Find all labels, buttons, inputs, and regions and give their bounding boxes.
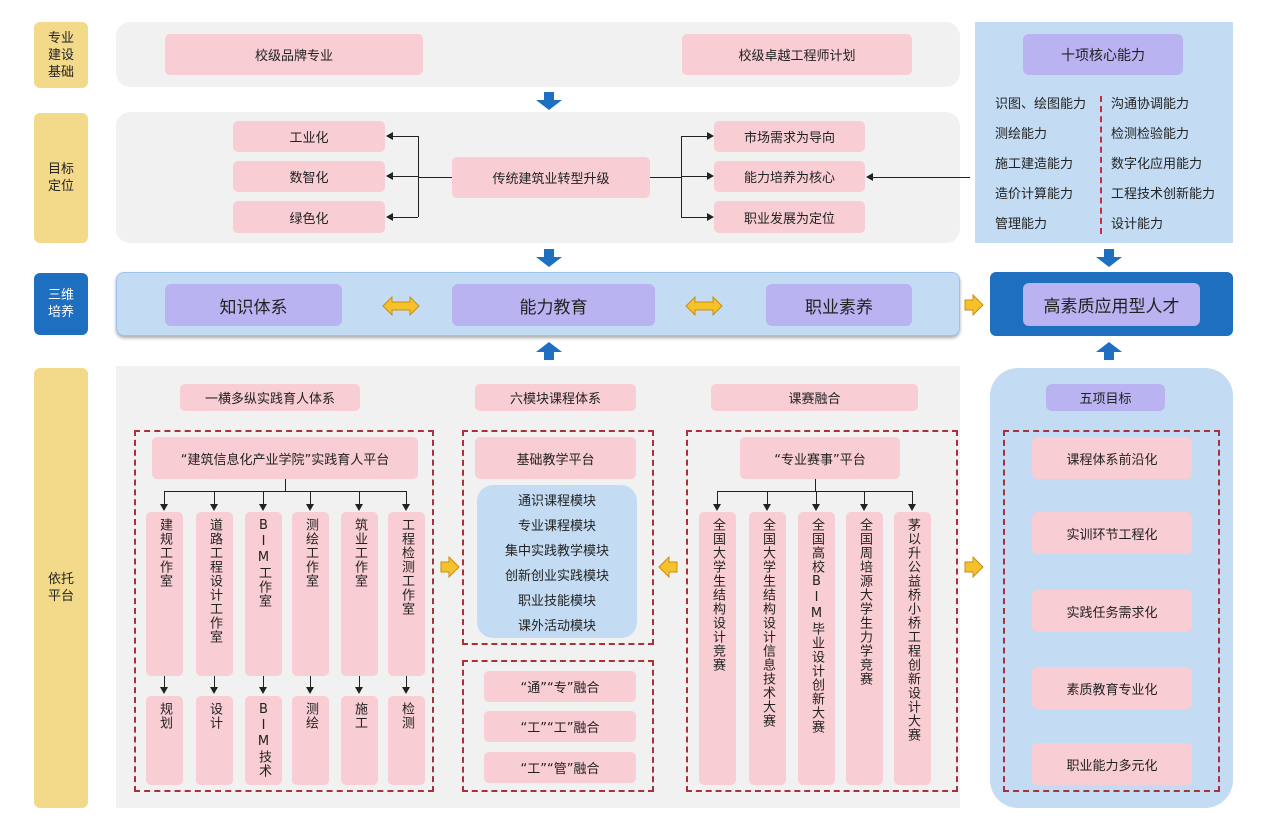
output-box: 检测 <box>388 696 425 785</box>
label-foundation: 专业建设基础 <box>34 22 88 88</box>
module-item: 职业技能模块 <box>517 594 596 609</box>
output-box: BIM技术 <box>245 696 282 785</box>
goals-group <box>1003 430 1220 792</box>
label-training: 三维培养 <box>34 273 88 335</box>
career-box: 职业发展为定位 <box>714 201 865 233</box>
label-platform: 依托平台 <box>34 368 88 808</box>
digital-box: 数智化 <box>233 161 385 192</box>
double-arrow-icon <box>382 296 420 316</box>
module-item: 通识课程模块 <box>517 494 596 509</box>
goal-box: 素质教育专业化 <box>1032 667 1192 709</box>
arrow-left-icon <box>658 556 678 578</box>
arrow-right-icon <box>964 294 984 316</box>
studio-box: 工程检测工作室 <box>388 512 425 676</box>
module-item: 创新创业实践模块 <box>504 569 609 584</box>
studio-box: 筑业工作室 <box>341 512 378 676</box>
ability-item: 识图、绘图能力 <box>995 97 1087 112</box>
ability-item: 沟通协调能力 <box>1111 97 1190 112</box>
arrow-down-icon <box>536 249 562 267</box>
arrow-down-icon <box>536 92 562 110</box>
goal-box: 课程体系前沿化 <box>1032 437 1192 479</box>
ability-item: 造价计算能力 <box>995 187 1074 202</box>
practice-header: 一横多纵实践育人体系 <box>180 384 360 411</box>
courses-group <box>462 430 654 645</box>
output-box: 规划 <box>146 696 183 785</box>
arrow-up-icon <box>1096 342 1122 360</box>
ability-item: 检测检验能力 <box>1111 127 1190 142</box>
green-box: 绿色化 <box>233 201 385 233</box>
practice-platform-box: “建筑信息化产业学院”实践育人平台 <box>152 437 418 479</box>
competition-box: 全国大学生结构设计信息技术大赛 <box>749 512 786 785</box>
output-box: 测绘 <box>292 696 329 785</box>
basic-platform-box: 基础教学平台 <box>475 437 636 479</box>
talent-box: 高素质应用型人才 <box>1023 283 1200 326</box>
courses-header: 六模块课程体系 <box>475 384 636 411</box>
ability-core-box: 能力培养为核心 <box>714 161 865 192</box>
goal-box: 实训环节工程化 <box>1032 512 1192 554</box>
output-box: 设计 <box>196 696 233 785</box>
competition-header: 课赛融合 <box>711 384 918 411</box>
ability-item: 数字化应用能力 <box>1111 157 1203 172</box>
goals-header: 五项目标 <box>1046 384 1165 411</box>
practice-group <box>134 430 434 792</box>
competition-box: 全国周培源大学生力学竞赛 <box>846 512 883 785</box>
competition-group <box>686 430 958 792</box>
ability-item: 施工建造能力 <box>995 157 1074 172</box>
fusion-box: “通”“专”融合 <box>484 671 636 702</box>
ability-item: 设计能力 <box>1111 217 1164 232</box>
output-box: 施工 <box>341 696 378 785</box>
industrialization-box: 工业化 <box>233 121 385 152</box>
abilities-right-list: 沟通协调能力检测检验能力数字化应用能力工程技术创新能力设计能力 <box>1111 90 1215 240</box>
transformation-box: 传统建筑业转型升级 <box>452 157 650 198</box>
arrow-down-icon <box>1096 249 1122 267</box>
modules-list: 通识课程模块专业课程模块集中实践教学模块创新创业实践模块职业技能模块课外活动模块 <box>477 485 637 638</box>
studio-box: 测绘工作室 <box>292 512 329 676</box>
knowledge-box: 知识体系 <box>165 284 342 326</box>
brand-major-box: 校级品牌专业 <box>165 34 423 75</box>
arrow-right-icon <box>440 556 460 578</box>
ability-item: 测绘能力 <box>995 127 1048 142</box>
module-item: 课外活动模块 <box>517 619 596 634</box>
engineer-plan-box: 校级卓越工程师计划 <box>682 34 912 75</box>
competition-box: 全国大学生结构设计竞赛 <box>699 512 736 785</box>
fusion-box: “工”“管”融合 <box>484 752 636 783</box>
fusion-box: “工”“工”融合 <box>484 711 636 742</box>
label-target: 目标定位 <box>34 113 88 243</box>
abilities-left-list: 识图、绘图能力测绘能力施工建造能力造价计算能力管理能力 <box>995 90 1086 240</box>
double-arrow-icon <box>685 296 723 316</box>
arrow-up-icon <box>536 342 562 360</box>
goal-box: 职业能力多元化 <box>1032 743 1192 785</box>
ability-item: 工程技术创新能力 <box>1111 187 1216 202</box>
module-item: 专业课程模块 <box>517 519 596 534</box>
professional-quality-box: 职业素养 <box>766 284 912 326</box>
module-item: 集中实践教学模块 <box>504 544 609 559</box>
ability-education-box: 能力教育 <box>452 284 655 326</box>
studio-box: BIM工作室 <box>245 512 282 676</box>
fusion-group <box>462 660 654 792</box>
studio-box: 道路工程设计工作室 <box>196 512 233 676</box>
competition-box: 茅以升公益桥小桥工程创新设计大赛 <box>894 512 931 785</box>
competition-box: 全国高校BIM毕业设计创新大赛 <box>798 512 835 785</box>
studio-box: 建规工作室 <box>146 512 183 676</box>
abilities-divider <box>1100 96 1102 234</box>
ability-item: 管理能力 <box>995 217 1048 232</box>
goal-box: 实践任务需求化 <box>1032 590 1192 632</box>
competition-platform-box: “专业赛事”平台 <box>740 437 900 479</box>
market-box: 市场需求为导向 <box>714 121 865 152</box>
arrow-right-icon <box>964 556 984 578</box>
abilities-title: 十项核心能力 <box>1023 34 1183 75</box>
